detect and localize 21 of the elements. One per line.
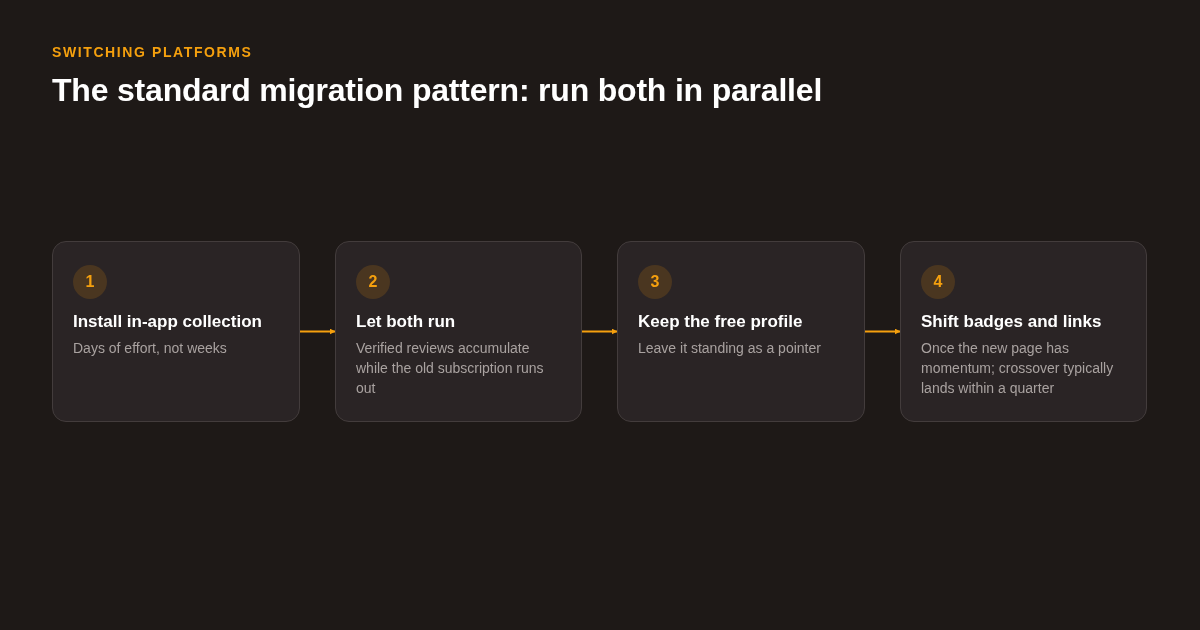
step-title: Install in-app collection: [73, 311, 262, 333]
step-description: Verified reviews accumulate while the old subscription runs out: [356, 339, 545, 398]
step-description: Days of effort, not weeks: [73, 339, 227, 358]
step-title: Let both run: [356, 311, 456, 333]
step-title: Keep the free profile: [638, 311, 803, 333]
arrow: [864, 328, 901, 335]
eyebrow-label: SWITCHING PLATFORMS: [52, 43, 253, 61]
step-description: Once the new page has momentum; crossover typically lands within a quarter: [921, 339, 1115, 398]
step-card: [52, 241, 300, 422]
step-description: Leave it standing as a pointer: [638, 339, 821, 358]
arrow: [581, 328, 618, 335]
page-title: The standard migration pattern: run both in parallel: [52, 71, 823, 110]
step-card: [617, 241, 865, 422]
step-card: [335, 241, 582, 422]
step-number: 2: [356, 265, 390, 299]
arrow: [299, 328, 336, 335]
step-title: Shift badges and links: [921, 311, 1102, 333]
step-number: 3: [638, 265, 672, 299]
step-number: 1: [73, 265, 107, 299]
step-card: [900, 241, 1147, 422]
step-number: 4: [921, 265, 955, 299]
